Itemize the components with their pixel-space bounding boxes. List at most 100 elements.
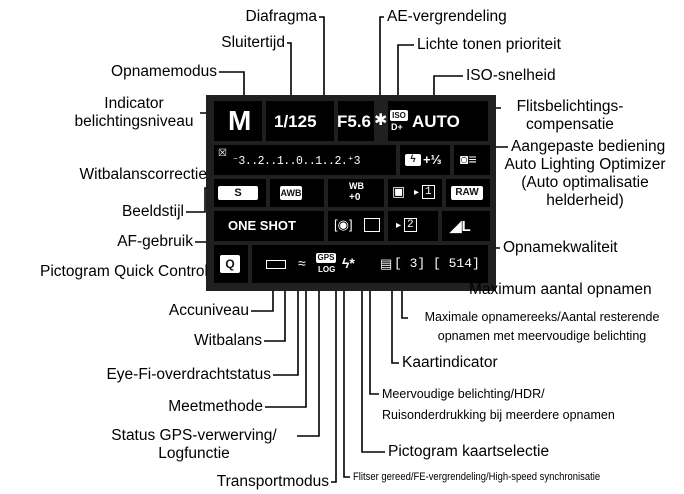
card2-number: 2 — [404, 218, 417, 232]
ae-lock-icon: ✱ — [374, 112, 388, 129]
wb-shift-bottom: +0 — [349, 192, 361, 203]
shutter-speed: 1/125 — [274, 112, 317, 131]
metering-cell: [◉] — [328, 211, 384, 241]
raw-icon: RAW — [451, 186, 483, 200]
label-meetmethode: Meetmethode — [168, 398, 263, 415]
label-witbalans: Witbalans — [193, 332, 262, 349]
label-transportmodus: Transportmodus — [216, 473, 329, 490]
flash-ready-icon: ϟ* — [342, 255, 355, 271]
quick-control-icon: Q — [220, 255, 240, 273]
card2-cell: ▸ 2 — [388, 211, 438, 241]
label-sluitertijd: Sluitertijd — [221, 34, 285, 51]
label-diafragma: Diafragma — [245, 8, 318, 25]
label-gps-line1: Status GPS-verwerving/ — [111, 427, 277, 444]
custom-controls-cell: ◙≡ — [454, 145, 490, 175]
multi-exposure-icon: ▤ — [380, 256, 393, 271]
flash-comp-value: +⅓ — [423, 152, 442, 167]
label-beeldstijl: Beeldstijl — [121, 203, 184, 220]
label-gps: Status GPS-verwerving/ Logfunctie — [92, 427, 296, 463]
gps-log: LOG — [318, 265, 336, 274]
aperture-cell: F5.6 — [337, 101, 374, 141]
custom-controls-icon: ◙≡ — [460, 151, 477, 167]
label-max-opnamen: Maximum aantal opnamen — [469, 281, 652, 298]
line-sluitertijd — [287, 42, 292, 103]
iso-cell: ISO D+ AUTO — [388, 101, 488, 141]
line-meervoudig — [369, 262, 379, 395]
exposure-scale: ⁻3..2..1..0..1..2.⁺3 — [232, 155, 361, 168]
mode-cell: M — [214, 101, 262, 141]
gps-top: GPS — [316, 253, 336, 263]
label-meervoudig-line1: Meervoudige belichting/HDR/ — [382, 387, 545, 401]
label-alo: Auto Lighting Optimizer (Auto optimalisa… — [496, 156, 674, 210]
alo-icon: ▣ — [392, 183, 406, 199]
label-max-reeks-line2: opnamen met meervoudige belichting — [437, 329, 647, 343]
label-ae-vergrendeling: AE-vergrendeling — [387, 8, 507, 25]
quick-control-cell: Q — [214, 245, 248, 283]
awb-cell: AWB — [270, 179, 324, 207]
exposure-icon: ☒ — [218, 148, 227, 159]
label-af-gebruik: AF-gebruik — [117, 233, 193, 250]
label-indicator-line1: Indicator — [104, 95, 164, 112]
label-meervoudig: Meervoudige belichting/HDR/ Ruisonderdru… — [382, 387, 615, 423]
label-flits-line1: Flitsbelichtings- — [516, 98, 624, 115]
picture-style-cell: S — [214, 179, 266, 207]
label-witbalanscorrectie: Witbalanscorrectie — [79, 166, 208, 183]
picture-style-icon: S — [218, 186, 258, 200]
battery-icon — [266, 260, 286, 269]
flash-comp-cell: ϟ +⅓ — [400, 145, 450, 175]
label-accuniveau: Accuniveau — [168, 302, 249, 319]
raw-cell: RAW — [446, 179, 490, 207]
line-kaartselectie — [361, 228, 385, 453]
card1-number: 1 — [422, 185, 435, 199]
wb-shift-cell: WB +0 — [328, 179, 384, 207]
label-alo-line3: helderheid) — [546, 192, 624, 209]
label-pictogram-qc: Pictogram Quick Control — [40, 263, 208, 280]
line-diafragma — [319, 16, 325, 103]
label-kaartselectie: Pictogram kaartselectie — [388, 443, 550, 460]
line-flitser — [343, 262, 350, 478]
line-eyefi — [273, 262, 299, 376]
label-kaartindicator: Kaartindicator — [402, 354, 498, 371]
label-iso-snelheid: ISO-snelheid — [466, 67, 556, 84]
eye-fi-icon: ≈ — [298, 255, 306, 271]
label-flits-line2: compensatie — [526, 116, 614, 133]
label-max-reeks: Maximale opnamereeks/Aantal resterende o… — [407, 310, 677, 344]
flash-comp-icon: ϟ — [405, 154, 421, 166]
quality-value: ◢L — [450, 218, 471, 235]
drive-mode-icon — [364, 218, 380, 232]
label-alo-line2: (Auto optimalisatie — [521, 174, 649, 191]
label-meervoudig-line2: Ruisonderdrukking bij meerdere opnamen — [382, 408, 615, 422]
label-opnamekwaliteit: Opnamekwaliteit — [503, 239, 618, 256]
alo-cell: ▣ ▸ 1 — [388, 179, 442, 207]
quality-cell: ◢L — [442, 211, 490, 241]
line-ae-vergrendeling — [379, 16, 384, 103]
metering-icon: [◉] — [334, 217, 353, 232]
label-flitser: Flitser gereed/FE-vergrendeling/High-spe… — [353, 471, 601, 483]
highlight-tone-priority-icon: D+ — [391, 122, 403, 132]
status-row: ≈ GPS LOG ϟ* ▤ [ 3] [ 514] — [252, 245, 488, 283]
camera-lcd-screen: M 1/125 F5.6 ✱ ISO D+ AUTO ☒ ⁻3..2..1..0… — [206, 95, 496, 291]
line-lichte-tonen — [397, 44, 414, 103]
line-opnamemodus — [219, 71, 245, 103]
line-gps — [297, 262, 320, 437]
iso-value: AUTO — [412, 112, 460, 131]
label-gps-line2: Logfunctie — [158, 445, 230, 462]
wb-shift-top: WB — [349, 181, 364, 191]
af-mode: ONE SHOT — [228, 218, 296, 233]
label-lichte-tonen: Lichte tonen prioriteit — [417, 36, 561, 53]
card1-arrow-icon: ▸ — [414, 187, 420, 198]
iso-top: ISO — [390, 110, 408, 121]
burst-and-shots: [ 3] [ 514] — [394, 256, 480, 271]
exposure-cell: ☒ ⁻3..2..1..0..1..2.⁺3 — [214, 145, 396, 175]
aperture-value: F5.6 — [337, 112, 372, 131]
shutter-cell: 1/125 — [266, 101, 334, 141]
line-iso — [433, 75, 463, 103]
label-eyefi: Eye-Fi-overdrachtstatus — [106, 366, 271, 383]
card2-arrow-icon: ▸ — [396, 220, 402, 231]
line-transportmodus — [331, 210, 337, 483]
awb-icon: AWB — [280, 186, 302, 200]
label-alo-line1: Auto Lighting Optimizer — [504, 156, 666, 173]
label-indicator-line2: belichtingsniveau — [74, 113, 194, 130]
label-indicator: Indicator belichtingsniveau — [72, 95, 196, 131]
label-aangepaste-bediening: Aangepaste bediening — [511, 138, 666, 155]
